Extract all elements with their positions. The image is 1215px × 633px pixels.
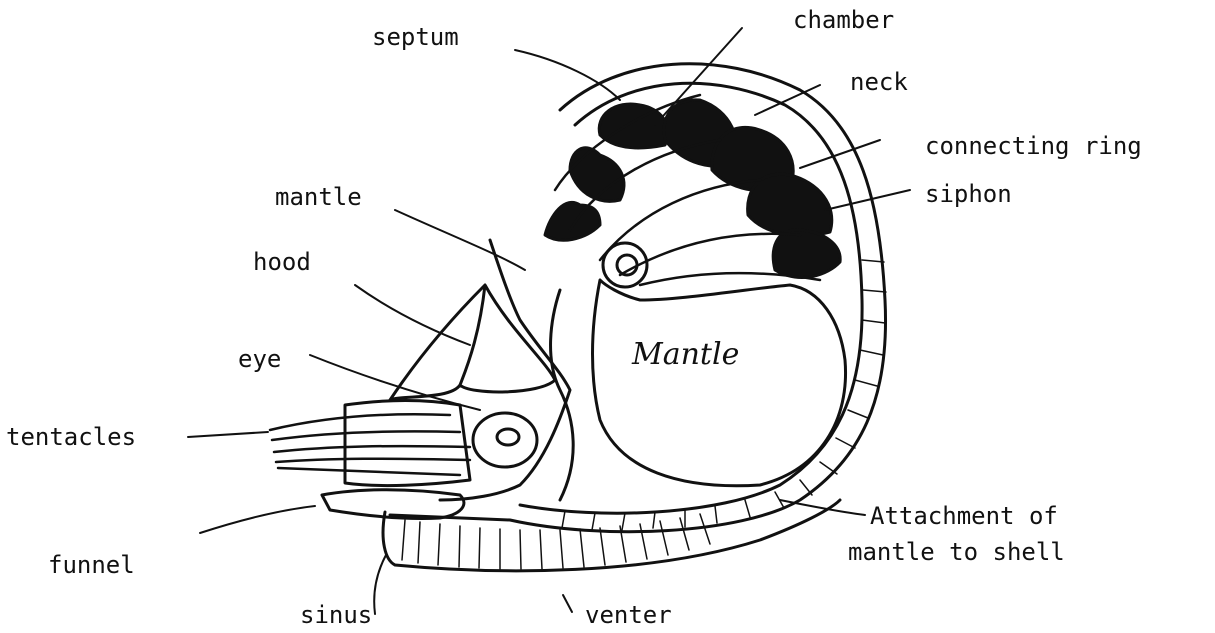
shell-ribs [562, 260, 886, 530]
label-mantle-handwritten: Mantle [632, 340, 739, 370]
eye-outer [473, 413, 537, 467]
leader-mantle [395, 210, 525, 270]
label-hood: hood [253, 250, 311, 274]
chamber-1 [545, 202, 600, 240]
leader-sinus [374, 555, 386, 614]
label-funnel: funnel [48, 553, 135, 577]
chamber-7 [773, 230, 840, 278]
label-eye: eye [238, 347, 281, 371]
leader-siphon [825, 190, 910, 210]
label-venter: venter [585, 603, 672, 627]
chamber-6 [748, 174, 832, 235]
leader-venter [563, 595, 572, 612]
label-tentacles: tentacles [6, 425, 136, 449]
leader-septum [515, 50, 620, 100]
label-neck: neck [850, 70, 908, 94]
label-attachment-line1: Attachment of [870, 504, 1058, 528]
label-sinus: sinus [300, 603, 372, 627]
label-attachment-line2: mantle to shell [848, 540, 1065, 564]
chamber-2 [570, 148, 624, 201]
label-siphon: siphon [925, 182, 1012, 206]
leader-neck [755, 85, 820, 115]
venter-band [383, 500, 840, 571]
eye-inner [497, 429, 519, 445]
leader-funnel [200, 506, 315, 533]
label-chamber: chamber [793, 8, 894, 32]
label-septum: septum [372, 25, 459, 49]
tentacles [270, 414, 470, 475]
leader-hood [355, 285, 470, 345]
mantle-body [593, 280, 846, 486]
leader-connecting-ring [800, 140, 880, 168]
hood [390, 285, 555, 400]
label-mantle: mantle [275, 185, 362, 209]
label-connecting-ring: connecting ring [925, 134, 1142, 158]
leader-tentacles [188, 432, 268, 437]
